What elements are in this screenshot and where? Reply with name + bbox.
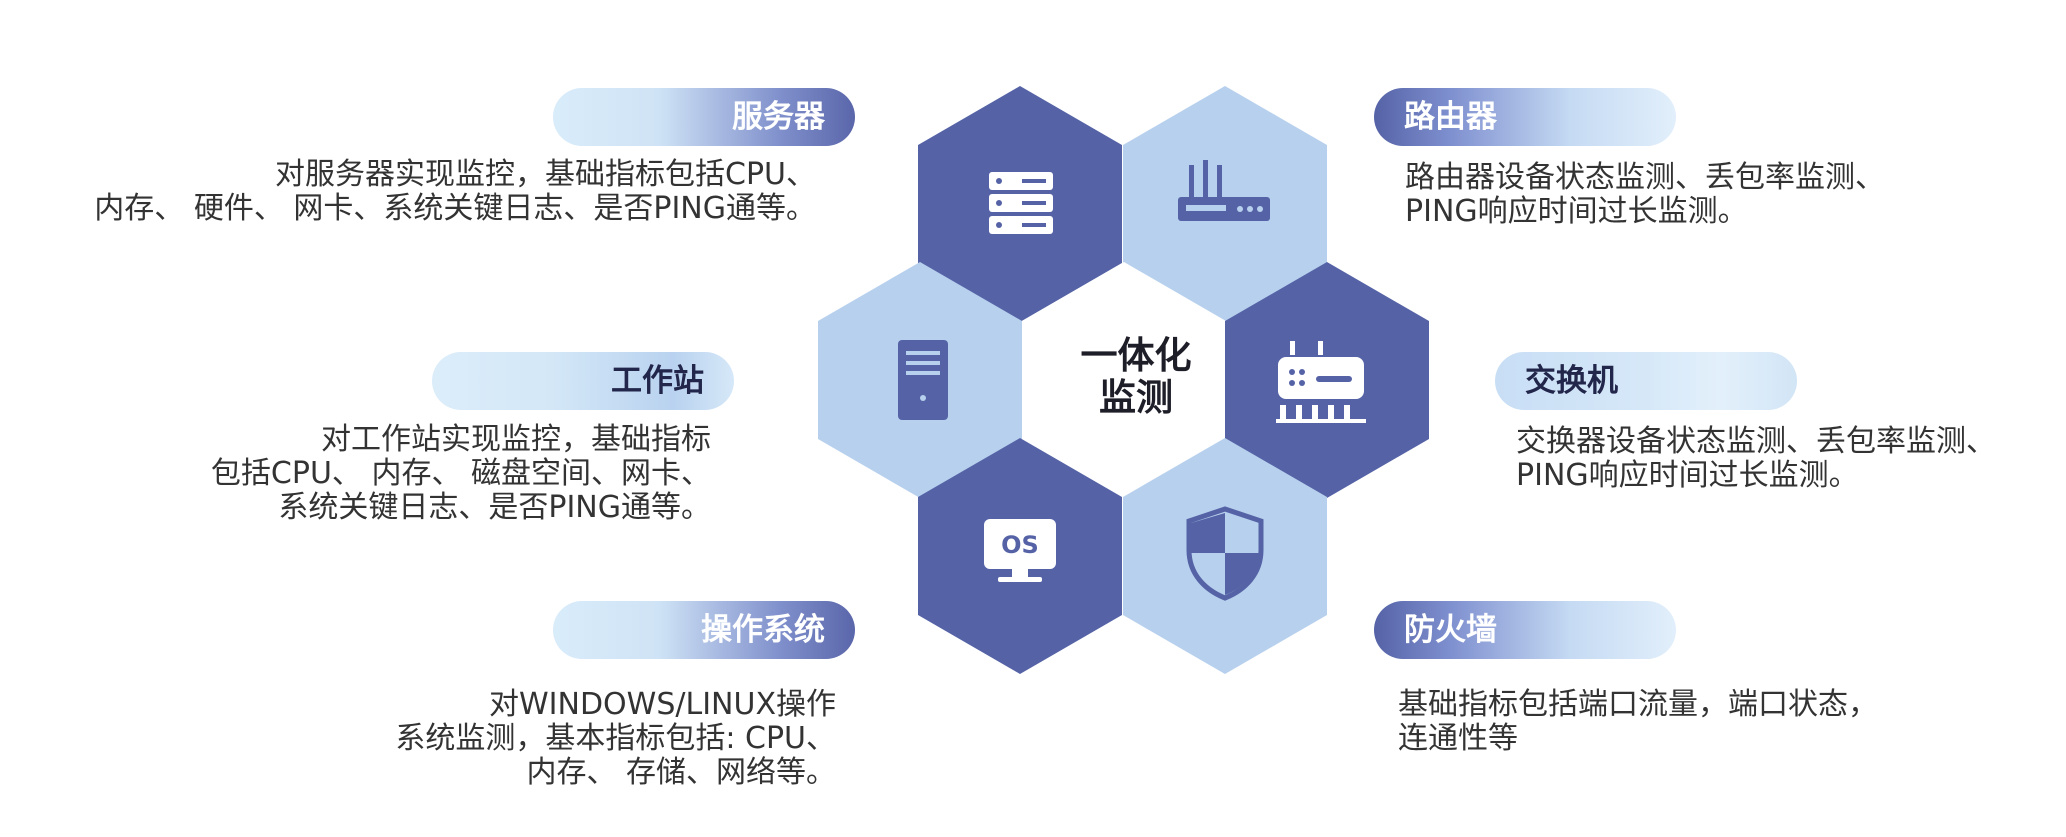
firewall-desc-line-2: 连通性等 (1398, 721, 1518, 756)
hex-center (1022, 262, 1226, 498)
os-desc-line-3: 内存、 存储、网络等。 (526, 755, 836, 790)
center-title: 一体化 监测 (1036, 335, 1236, 419)
workstation-desc-line-1: 对工作站实现监控，基础指标 (321, 422, 711, 457)
switch-label-pill: 交换机 (1495, 352, 1797, 410)
shield-icon (1186, 506, 1264, 601)
os-badge-text: OS (1001, 531, 1039, 559)
server-rack-icon (989, 172, 1053, 234)
firewall-label: 防火墙 (1404, 612, 1497, 648)
center-title-line-1: 一体化 (1080, 334, 1192, 377)
router-desc-line-1: 路由器设备状态监测、丢包率监测、 (1405, 160, 1885, 195)
router-label: 路由器 (1404, 99, 1497, 135)
os-label: 操作系统 (701, 612, 825, 648)
os-desc-line-2: 系统监测，基本指标包括: CPU、 (395, 721, 836, 756)
network-switch-icon (1276, 341, 1366, 423)
switch-label: 交换机 (1525, 363, 1618, 399)
os-monitor-icon: OS (984, 519, 1056, 582)
server-label-pill: 服务器 (553, 88, 855, 146)
os-desc-line-1: 对WINDOWS/LINUX操作 (489, 687, 836, 722)
firewall-description: 基础指标包括端口流量，端口状态， 连通性等 (1398, 688, 1878, 756)
os-description: 对WINDOWS/LINUX操作 系统监测，基本指标包括: CPU、 内存、 存… (395, 688, 836, 790)
workstation-desc-line-2: 包括CPU、 内存、 磁盘空间、网卡、 (210, 456, 711, 491)
server-desc-line-1: 对服务器实现监控，基础指标包括CPU、 (275, 157, 816, 192)
workstation-desc-line-3: 系统关键日志、是否PING通等。 (278, 490, 711, 525)
workstation-description: 对工作站实现监控，基础指标 包括CPU、 内存、 磁盘空间、网卡、 系统关键日志… (211, 423, 711, 525)
server-description: 对服务器实现监控，基础指标包括CPU、 内存、 硬件、 网卡、系统关键日志、是否… (94, 158, 816, 226)
firewall-label-pill: 防火墙 (1374, 601, 1676, 659)
center-title-line-2: 监测 (1099, 376, 1173, 419)
workstation-label: 工作站 (611, 363, 704, 399)
firewall-desc-line-1: 基础指标包括端口流量，端口状态， (1398, 687, 1878, 722)
server-label: 服务器 (732, 99, 825, 135)
switch-desc-line-1: 交换器设备状态监测、丢包率监测、 (1516, 424, 1996, 459)
pc-tower-icon (898, 340, 948, 420)
router-label-pill: 路由器 (1374, 88, 1676, 146)
os-label-pill: 操作系统 (553, 601, 855, 659)
router-description: 路由器设备状态监测、丢包率监测、 PING响应时间过长监测。 (1405, 161, 1885, 229)
switch-description: 交换器设备状态监测、丢包率监测、 PING响应时间过长监测。 (1516, 425, 1996, 493)
switch-desc-line-2: PING响应时间过长监测。 (1516, 458, 1859, 493)
router-icon (1178, 160, 1270, 221)
server-desc-line-2: 内存、 硬件、 网卡、系统关键日志、是否PING通等。 (94, 191, 816, 226)
router-desc-line-2: PING响应时间过长监测。 (1405, 194, 1748, 229)
workstation-label-pill: 工作站 (432, 352, 734, 410)
